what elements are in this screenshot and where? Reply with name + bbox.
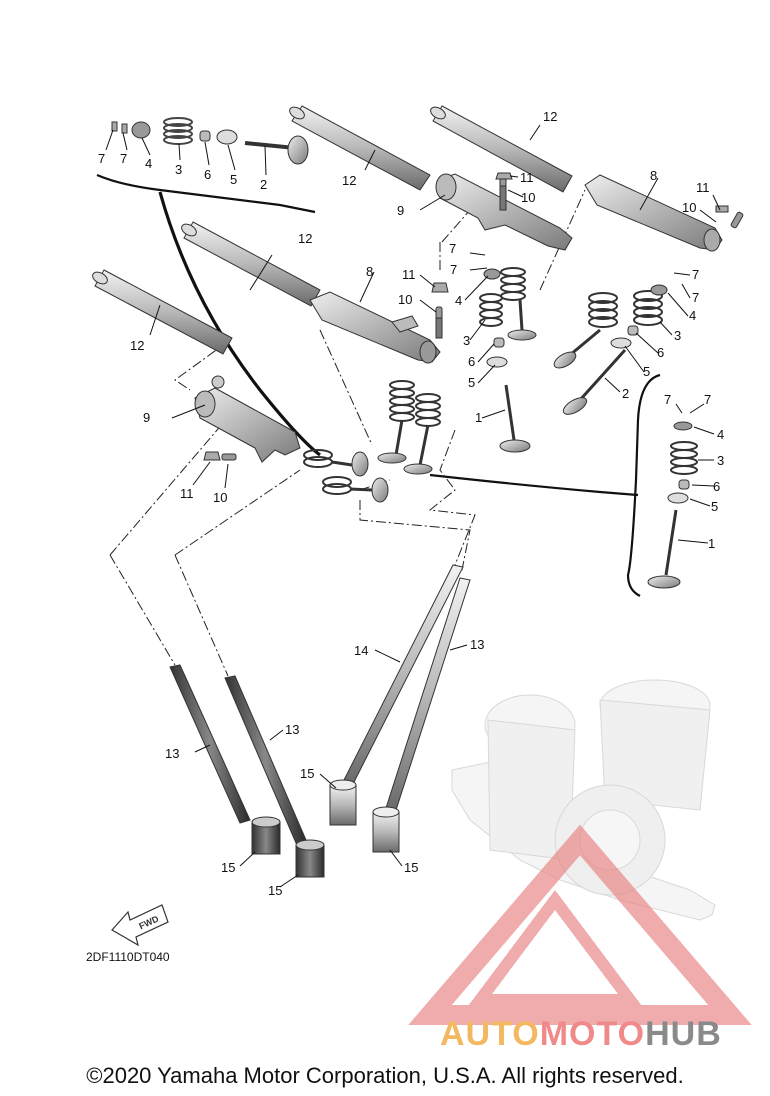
- callout-7: 7: [692, 290, 699, 305]
- callout-1: 1: [475, 410, 482, 425]
- rocker-arm-9-upper: [435, 173, 573, 251]
- tappet-3: [329, 779, 357, 826]
- group-brackets: [96, 173, 661, 597]
- callout-13: 13: [470, 637, 484, 652]
- callout-3: 3: [463, 333, 470, 348]
- tappet-4: [372, 806, 400, 853]
- callout-12: 12: [130, 338, 144, 353]
- callout-6: 6: [657, 345, 664, 360]
- callout-7: 7: [704, 392, 711, 407]
- watermark-part-moto: MOTO: [540, 1015, 645, 1053]
- callout-15: 15: [268, 883, 282, 898]
- callout-7: 7: [449, 241, 456, 256]
- callout-7: 7: [664, 392, 671, 407]
- callout-4: 4: [145, 156, 152, 171]
- spring-lower-b: [322, 476, 352, 495]
- callout-15: 15: [300, 766, 314, 781]
- diagram-code: 2DF1110DT040: [86, 950, 170, 964]
- rocker-shaft-12-upper-left: [289, 105, 431, 191]
- callout-12: 12: [342, 173, 356, 188]
- callout-6: 6: [468, 354, 475, 369]
- tappet-1: [251, 816, 281, 855]
- engine-ghost-illustration: [451, 679, 716, 921]
- fwd-arrow-icon: FWD: [111, 904, 169, 947]
- callout-6: 6: [713, 479, 720, 494]
- callout-4: 4: [689, 308, 696, 323]
- callout-4: 4: [455, 293, 462, 308]
- callout-3: 3: [717, 453, 724, 468]
- callout-7: 7: [98, 151, 105, 166]
- callout-15: 15: [221, 860, 235, 875]
- callout-11: 11: [520, 170, 534, 185]
- spring-mid-b: [415, 393, 441, 427]
- spring-center-top: [500, 267, 526, 301]
- callout-leaders: [105, 124, 721, 888]
- callout-7: 7: [120, 151, 127, 166]
- callout-3: 3: [674, 328, 681, 343]
- callout-8: 8: [650, 168, 657, 183]
- watermark-logo-mark: [408, 824, 752, 1025]
- watermark-part-auto: AUTO: [440, 1015, 540, 1053]
- callout-12: 12: [298, 231, 312, 246]
- callout-4: 4: [717, 427, 724, 442]
- callout-1: 1: [708, 536, 715, 551]
- valves: [331, 268, 693, 589]
- callout-11: 11: [180, 486, 194, 501]
- copyright-notice: ©2020 Yamaha Motor Corporation, U.S.A. A…: [86, 1063, 684, 1088]
- tappet-2: [295, 839, 325, 878]
- callout-5: 5: [468, 375, 475, 390]
- svg-text:AUTOMOTOHUB: AUTOMOTOHUB: [440, 1015, 722, 1053]
- callout-13: 13: [165, 746, 179, 761]
- callout-10: 10: [213, 490, 227, 505]
- callout-7: 7: [692, 267, 699, 282]
- callout-10: 10: [398, 292, 412, 307]
- callout-5: 5: [230, 172, 237, 187]
- callout-7: 7: [450, 262, 457, 277]
- push-rods: [169, 564, 471, 844]
- callout-15: 15: [404, 860, 418, 875]
- rocker-shaft-12-upper-right: [430, 105, 573, 193]
- spring-right-column: [670, 441, 698, 475]
- callout-10: 10: [521, 190, 535, 205]
- spring-mid-a: [389, 380, 415, 422]
- valve-springs-cluster: [303, 267, 698, 495]
- rocker-shaft-12-mid: [181, 221, 321, 307]
- tappets: [251, 779, 400, 878]
- spring-center-left: [479, 293, 503, 327]
- callout-13: 13: [285, 722, 299, 737]
- callout-5: 5: [643, 364, 650, 379]
- callout-labels: 7 7 4 3 6 5 2 12 12 12 12 9 10 11 7 7 4 …: [98, 109, 724, 898]
- callout-2: 2: [622, 386, 629, 401]
- callout-2: 2: [260, 177, 267, 192]
- rocker-shaft-12-left: [92, 269, 233, 355]
- callout-9: 9: [397, 203, 404, 218]
- watermark-part-hub: HUB: [645, 1015, 722, 1053]
- spring-right-b: [633, 290, 663, 326]
- callout-8: 8: [366, 264, 373, 279]
- rocker-arm-9-lower: [194, 375, 301, 463]
- callout-10: 10: [682, 200, 696, 215]
- watermark-text: AUTOMOTOHUB: [440, 1015, 722, 1053]
- rocker-arm-8-upper: [584, 174, 723, 252]
- callout-11: 11: [696, 180, 710, 195]
- callout-9: 9: [143, 410, 150, 425]
- callout-14: 14: [354, 643, 368, 658]
- callout-12: 12: [543, 109, 557, 124]
- rocker-arm-8-mid: [309, 291, 441, 364]
- exploded-valve-assembly-top: [111, 117, 309, 165]
- callout-3: 3: [175, 162, 182, 177]
- valve-train-diagram: 7 7 4 3 6 5 2 12 12 12 12 9 10 11 7 7 4 …: [86, 105, 752, 1053]
- spring-right-a: [588, 292, 618, 328]
- callout-6: 6: [204, 167, 211, 182]
- callout-11: 11: [402, 267, 416, 282]
- callout-5: 5: [711, 499, 718, 514]
